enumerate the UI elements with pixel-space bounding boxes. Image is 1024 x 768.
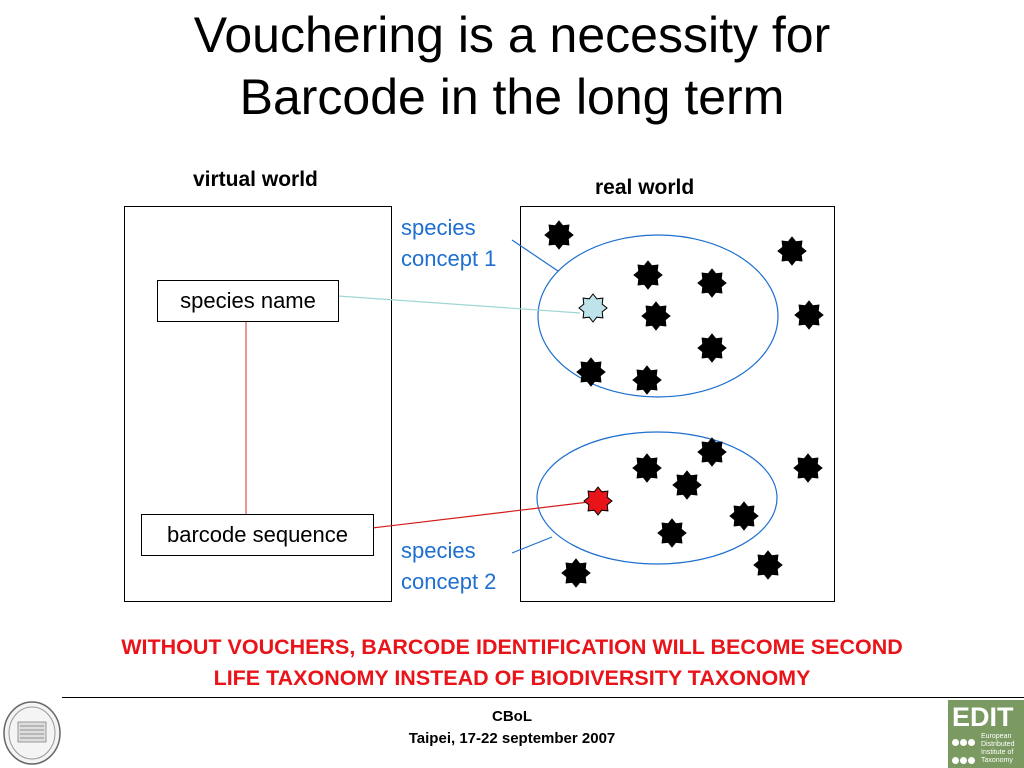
edit-logo-brand: EDIT: [952, 702, 1014, 732]
species-concept-1-label: species concept 1: [401, 212, 496, 274]
edit-sub-4: Taxonomy: [981, 757, 1013, 764]
concept-1-line-2: concept 1: [401, 246, 497, 271]
specimen-star: [544, 220, 574, 250]
specimen-star: [576, 357, 606, 387]
species-concept-2-ellipse: [536, 431, 778, 565]
concept-1-pointer: [511, 239, 559, 272]
specimen-star: [697, 437, 727, 467]
edit-sub-3: Institute of: [981, 749, 1014, 756]
specimen-star: [697, 333, 727, 363]
specimen-star: [561, 558, 591, 588]
specimen-star: [641, 301, 671, 331]
species-concept-1-ellipse: [537, 234, 779, 398]
name-specimen-link: [337, 295, 581, 314]
edit-sub-1: European: [981, 733, 1012, 740]
specimen-star: [753, 550, 783, 580]
specimen-star: [657, 518, 687, 548]
edit-logo: EDIT European Distributed Institute of T…: [948, 700, 1024, 768]
concept-1-line-1: species: [401, 215, 476, 240]
concept-2-pointer: [511, 536, 553, 554]
specimen-star: [632, 453, 662, 483]
footer-divider: [62, 697, 1024, 698]
barcode-sequence-box: barcode sequence: [141, 514, 374, 556]
specimen-star: [793, 453, 823, 483]
virtual-world-label: virtual world: [193, 168, 318, 191]
warning-line-2: LIFE TAXONOMY INSTEAD OF BIODIVERSITY TA…: [213, 666, 811, 690]
species-concept-2-label: species concept 2: [401, 535, 496, 597]
species-name-box: species name: [157, 280, 339, 322]
warning-message: WITHOUT VOUCHERS, BARCODE IDENTIFICATION…: [0, 632, 1024, 694]
footer-event: Taipei, 17-22 september 2007: [408, 730, 616, 747]
real-world-label: real world: [595, 176, 695, 199]
specimen-star: [632, 365, 662, 395]
title-line-1: Vouchering is a necessity for: [193, 7, 831, 63]
concept-2-line-2: concept 2: [401, 569, 497, 594]
specimen-star: [578, 293, 608, 323]
specimen-star: [729, 501, 759, 531]
specimen-star: [794, 300, 824, 330]
specimen-star: [697, 268, 727, 298]
footer-org: CBoL: [492, 708, 532, 725]
edit-logo-dots: [952, 734, 980, 768]
title-line-2: Barcode in the long term: [239, 69, 785, 125]
footer: CBoL Taipei, 17-22 september 2007: [0, 706, 1024, 750]
specimen-star: [672, 470, 702, 500]
edit-logo-subtitle: European Distributed Institute of Taxono…: [981, 733, 1014, 765]
museum-seal-logo: [3, 701, 61, 765]
concept-2-line-1: species: [401, 538, 476, 563]
specimen-star: [777, 236, 807, 266]
slide-title: Vouchering is a necessity for Barcode in…: [0, 4, 1024, 128]
barcode-specimen-link: [371, 501, 590, 529]
specimen-star: [583, 486, 613, 516]
warning-line-1: WITHOUT VOUCHERS, BARCODE IDENTIFICATION…: [121, 635, 903, 659]
specimen-star: [633, 260, 663, 290]
edit-sub-2: Distributed: [981, 741, 1015, 748]
